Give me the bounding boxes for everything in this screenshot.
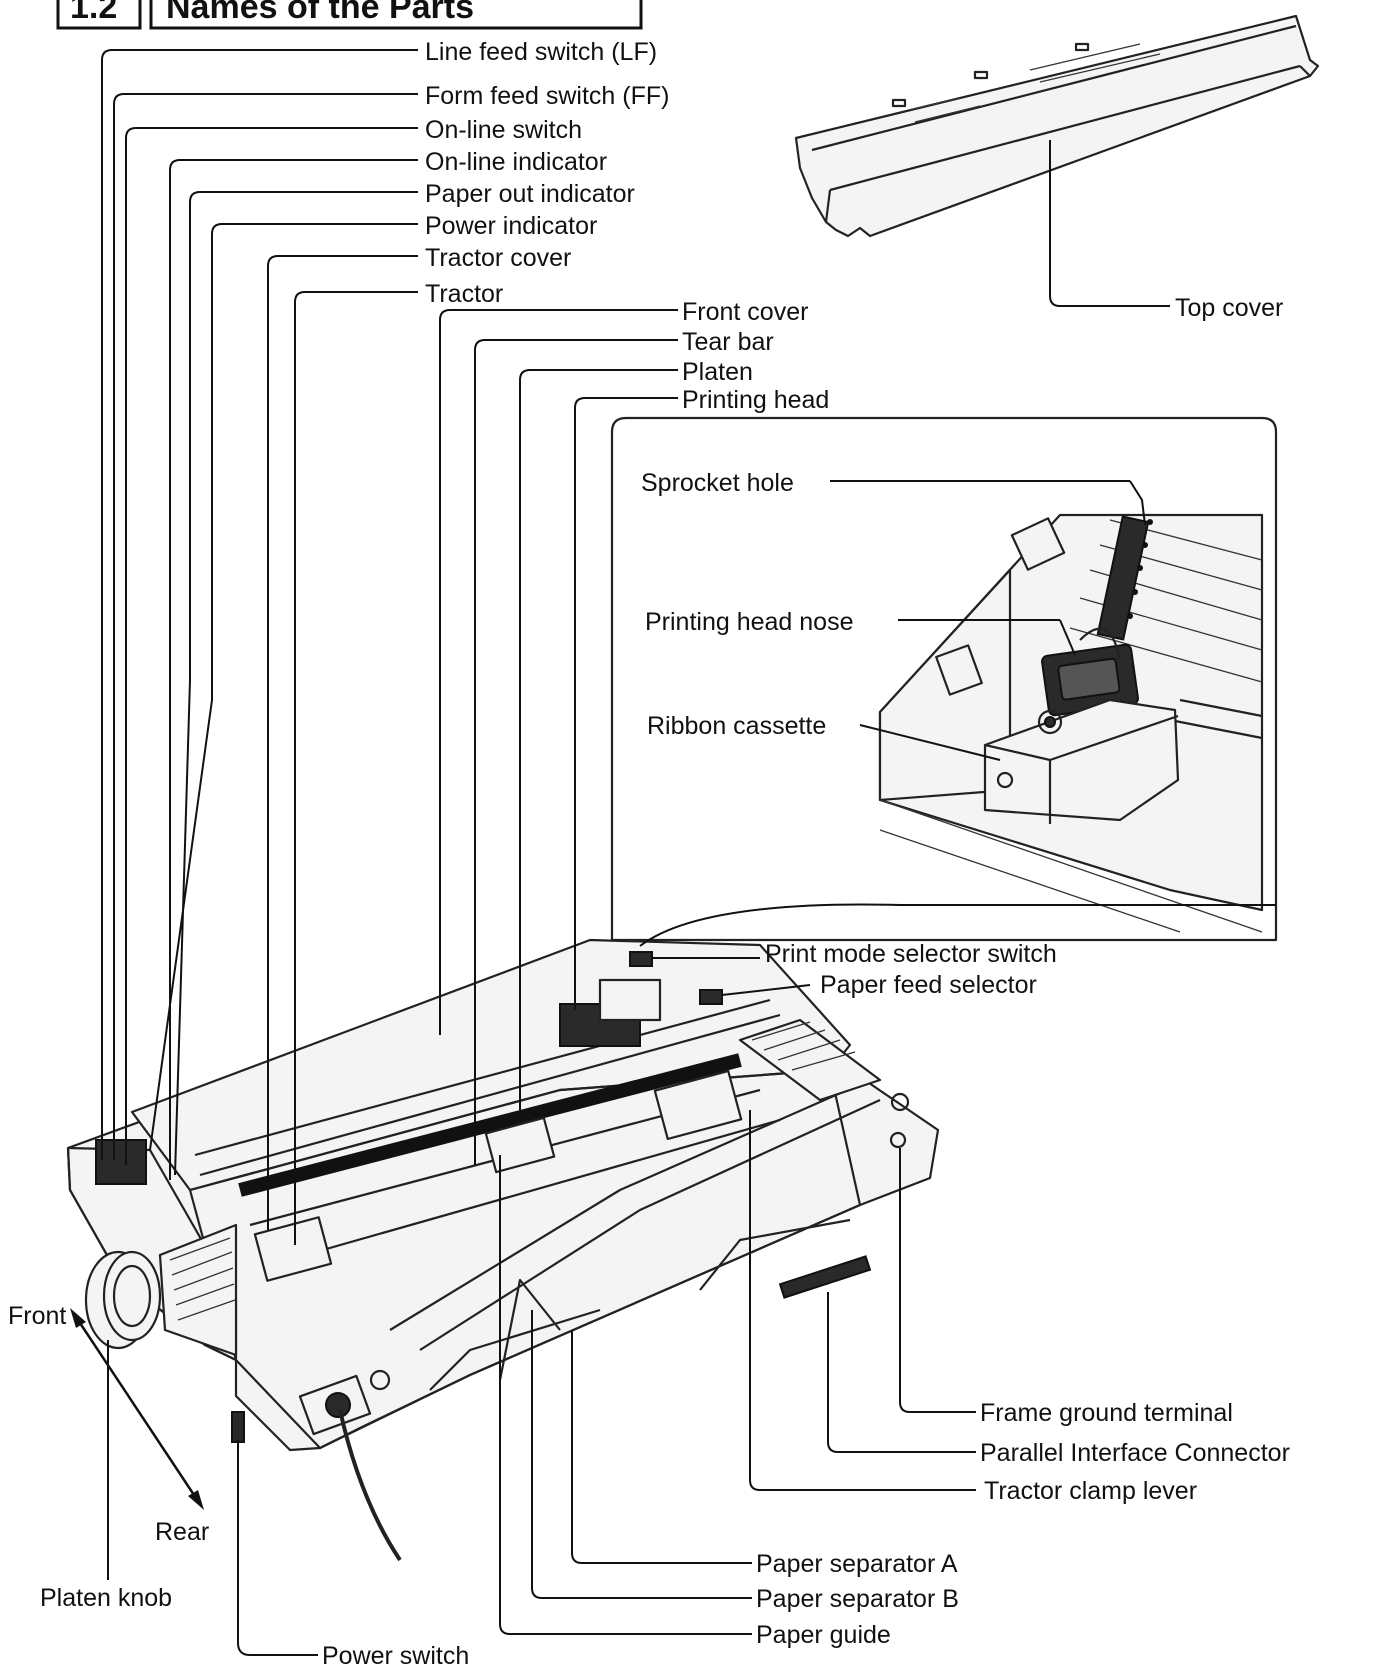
section-number-box [56,0,142,30]
label-tractor-cover: Tractor cover [425,244,571,272]
label-power-indicator: Power indicator [425,212,597,240]
label-tractor: Tractor [425,280,503,308]
section-title: Names of the Parts [166,0,474,26]
print-head-closeup [1041,627,1139,717]
interface-connector-shape [778,1255,872,1299]
label-paper-separator-b: Paper separator B [756,1585,959,1613]
paper-feed-switch [699,989,723,1005]
label-tractor-clamp-lever: Tractor clamp lever [984,1477,1197,1505]
label-rear: Rear [155,1518,209,1546]
label-front: Front [8,1302,66,1330]
top-cover-illustration [794,14,1320,238]
label-paper-out-indicator: Paper out indicator [425,180,635,208]
left-tractor [253,1216,333,1282]
paper-separators [389,1078,881,1391]
section-header: 1.2 Names of the Parts [56,0,643,30]
ribbon-cassette-closeup [983,698,1180,824]
label-print-mode-selector-switch: Print mode selector switch [765,940,1057,968]
label-platen-knob: Platen knob [40,1584,172,1612]
side-vent [158,1223,238,1357]
part-labels: Line feed switch (LF) Form feed switch (… [8,38,1290,1665]
label-tear-bar: Tear bar [682,328,774,356]
label-paper-guide: Paper guide [756,1621,891,1649]
label-on-line-indicator: On-line indicator [425,148,607,176]
print-mode-switch [629,951,653,967]
label-front-cover: Front cover [682,298,808,326]
section-number: 1.2 [70,0,117,26]
printer-illustration [66,938,940,1562]
control-panel [95,1139,147,1185]
label-sprocket-hole: Sprocket hole [641,469,794,497]
leader-lines [70,49,1276,1656]
label-parallel-interface-connector: Parallel Interface Connector [980,1439,1290,1467]
inset-closeup [610,416,1278,942]
right-tractor [653,1069,743,1141]
label-power-switch: Power switch [322,1642,469,1665]
label-on-line-switch: On-line switch [425,116,582,144]
inset-frame [610,416,1278,942]
label-printing-head: Printing head [682,386,829,414]
label-platen: Platen [682,358,753,386]
paper-guide-block [484,1116,556,1174]
section-title-box [149,0,643,30]
label-printing-head-nose: Printing head nose [645,608,853,636]
label-paper-feed-selector: Paper feed selector [820,971,1037,999]
rear-vent [738,1018,882,1102]
label-paper-separator-a: Paper separator A [756,1550,958,1578]
power-switch-shape [231,1411,245,1443]
label-frame-ground-terminal: Frame ground terminal [980,1399,1233,1427]
power-connector [298,1374,402,1562]
label-top-cover: Top cover [1175,294,1283,322]
ground-terminal-shape [889,1131,907,1149]
label-line-feed-switch: Line feed switch (LF) [425,38,657,66]
platen-knob-shape [84,1250,162,1350]
label-ribbon-cassette: Ribbon cassette [647,712,826,740]
label-form-feed-switch: Form feed switch (FF) [425,82,669,110]
sprocket-strip [1096,515,1153,641]
